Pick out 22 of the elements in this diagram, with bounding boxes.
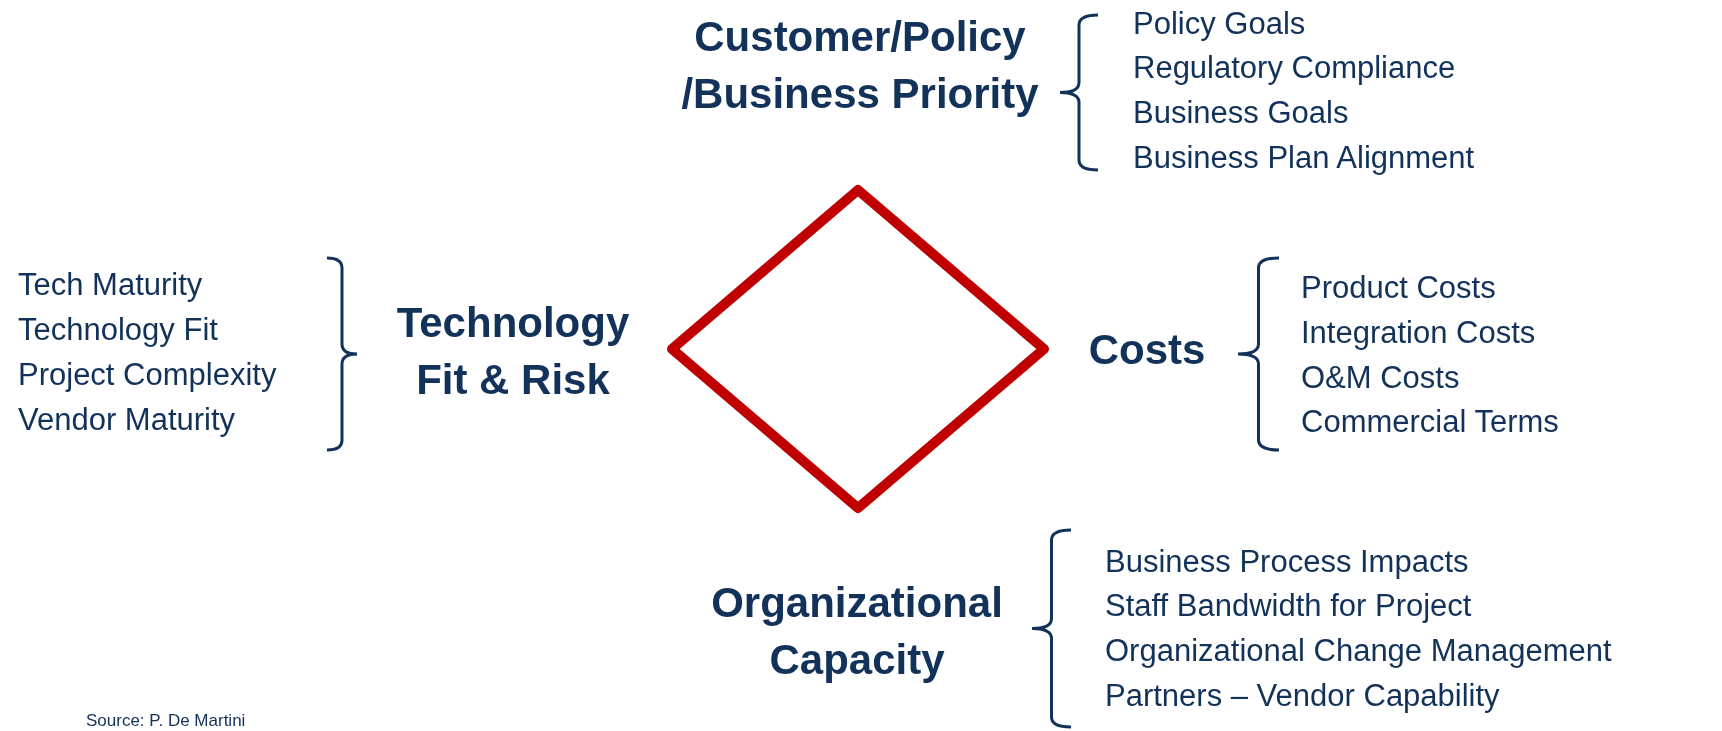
criterion-item: Vendor Maturity (18, 401, 236, 439)
criterion-item: Product Costs (1301, 269, 1496, 307)
criterion-item: Tech Maturity (18, 266, 203, 304)
category-heading: Technology Fit & Risk (395, 298, 631, 405)
criterion-item: Partners – Vendor Capability (1105, 677, 1500, 715)
category-heading: Organizational Capacity (710, 578, 1004, 685)
criterion-item: Business Process Impacts (1105, 543, 1469, 581)
criterion-item: Business Goals (1133, 94, 1349, 132)
criterion-item: O&M Costs (1301, 359, 1460, 397)
diamond-shape (667, 185, 1049, 513)
criterion-item: Organizational Change Management (1105, 632, 1612, 670)
criterion-item: Business Plan Alignment (1133, 139, 1475, 177)
criterion-item: Staff Bandwidth for Project (1105, 587, 1472, 625)
category-heading: Costs (1087, 325, 1207, 375)
criterion-item: Project Complexity (18, 356, 277, 394)
criterion-item: Integration Costs (1301, 314, 1536, 352)
source-caption: Source: P. De Martini (86, 711, 246, 731)
criterion-item: Policy Goals (1133, 5, 1306, 43)
criterion-item: Technology Fit (18, 311, 218, 349)
criterion-item: Regulatory Compliance (1133, 49, 1456, 87)
criterion-item: Commercial Terms (1301, 403, 1559, 441)
category-heading: Customer/Policy /Business Priority (680, 12, 1040, 119)
